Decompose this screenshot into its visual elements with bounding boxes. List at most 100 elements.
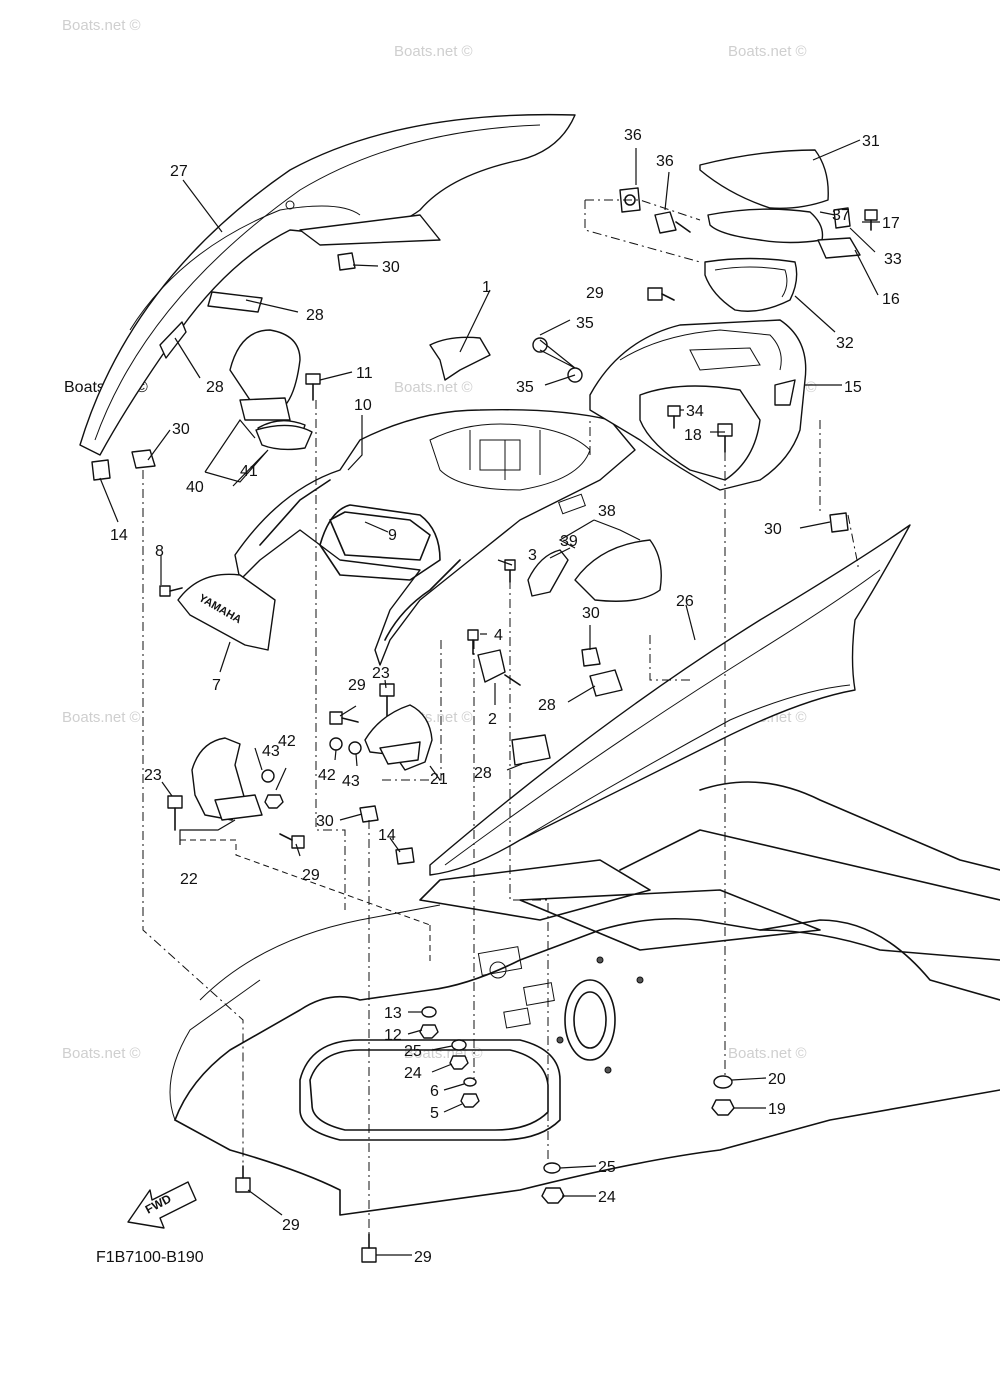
callout-2: 2 bbox=[488, 711, 497, 728]
callout-4: 4 bbox=[494, 627, 503, 644]
storage-lid-parts bbox=[699, 149, 861, 312]
side-panel-26 bbox=[429, 524, 911, 876]
callout-36: 36 bbox=[624, 127, 642, 144]
bolt-icon bbox=[361, 1233, 377, 1263]
callout-38: 38 bbox=[598, 503, 616, 520]
callout-28b: 28 bbox=[206, 379, 224, 396]
callout-29c: 29 bbox=[302, 867, 320, 884]
hull-deck bbox=[169, 781, 1000, 1216]
watermark: Boats.net © bbox=[62, 17, 141, 34]
forward-direction-arrow: FWD bbox=[127, 1181, 197, 1229]
callout-32: 32 bbox=[836, 335, 854, 352]
callout-30d: 30 bbox=[582, 605, 600, 622]
callout-30e: 30 bbox=[316, 813, 334, 830]
callout-28c: 28 bbox=[538, 697, 556, 714]
callout-25b: 25 bbox=[598, 1159, 616, 1176]
callout-28: 28 bbox=[306, 307, 324, 324]
callout-16: 16 bbox=[882, 291, 900, 308]
bolt-icon bbox=[467, 629, 479, 655]
callout-9: 9 bbox=[388, 527, 397, 544]
watermark: Boats.net © bbox=[728, 43, 807, 60]
watermark: Boats.net © bbox=[394, 379, 473, 396]
callout-labels: 1 2 3 4 5 6 7 8 9 10 11 12 13 14 14 15 1… bbox=[110, 127, 902, 1266]
callout-28d: 28 bbox=[474, 765, 492, 782]
callout-18: 18 bbox=[684, 427, 702, 444]
bolt-icon bbox=[159, 585, 183, 597]
bolt-icon bbox=[279, 833, 305, 849]
leader-lines bbox=[99, 139, 880, 1256]
callout-19: 19 bbox=[768, 1101, 786, 1118]
callout-29b: 29 bbox=[348, 677, 366, 694]
callout-43b: 43 bbox=[342, 773, 360, 790]
callout-15: 15 bbox=[844, 379, 862, 396]
callout-40: 40 bbox=[186, 479, 204, 496]
callout-22: 22 bbox=[180, 871, 198, 888]
callout-21: 21 bbox=[430, 771, 448, 788]
rear-deck-10 bbox=[234, 409, 636, 666]
callout-13: 13 bbox=[384, 1005, 402, 1022]
callout-29d: 29 bbox=[282, 1217, 300, 1234]
callout-42: 42 bbox=[318, 767, 336, 784]
callout-5: 5 bbox=[430, 1105, 439, 1122]
callout-25: 25 bbox=[404, 1043, 422, 1060]
bolt-icon bbox=[379, 683, 395, 717]
callout-27: 27 bbox=[170, 163, 188, 180]
callout-14b: 14 bbox=[378, 827, 396, 844]
bolt-icon bbox=[235, 1165, 251, 1193]
lid-31 bbox=[699, 149, 829, 210]
latch-33 bbox=[833, 207, 851, 229]
callout-29: 29 bbox=[586, 285, 604, 302]
latch-16 bbox=[817, 237, 861, 259]
callout-23b: 23 bbox=[372, 665, 390, 682]
callout-31: 31 bbox=[862, 133, 880, 150]
callout-30b: 30 bbox=[172, 421, 190, 438]
callout-37: 37 bbox=[832, 207, 850, 224]
bolt-icon bbox=[167, 795, 183, 831]
callout-30: 30 bbox=[382, 259, 400, 276]
callout-43: 43 bbox=[262, 743, 280, 760]
callout-30c: 30 bbox=[764, 521, 782, 538]
callout-10: 10 bbox=[354, 397, 372, 414]
callout-14: 14 bbox=[110, 527, 128, 544]
callout-20: 20 bbox=[768, 1071, 786, 1088]
watermark: Boats.net © bbox=[728, 1045, 807, 1062]
callout-29e: 29 bbox=[414, 1249, 432, 1266]
callout-39: 39 bbox=[560, 533, 578, 550]
callout-8: 8 bbox=[155, 543, 164, 560]
small-hardware: YAMAHA bbox=[91, 187, 878, 1263]
bolt-icon bbox=[717, 423, 733, 453]
callout-33: 33 bbox=[884, 251, 902, 268]
tray-32 bbox=[704, 257, 798, 312]
callout-24: 24 bbox=[404, 1065, 422, 1082]
watermark: Boats.net © bbox=[62, 709, 141, 726]
bolt-icon bbox=[667, 405, 681, 429]
callout-35: 35 bbox=[576, 315, 594, 332]
bolt-icon bbox=[864, 209, 878, 231]
callout-42b: 42 bbox=[278, 733, 296, 750]
bolt-icon bbox=[329, 711, 359, 725]
callout-1: 1 bbox=[482, 279, 491, 296]
callout-26: 26 bbox=[676, 593, 694, 610]
watermark: Boats.net © bbox=[394, 43, 473, 60]
callout-17: 17 bbox=[882, 215, 900, 232]
callout-3: 3 bbox=[528, 547, 537, 564]
gasket-37 bbox=[707, 208, 824, 244]
callout-36b: 36 bbox=[656, 153, 674, 170]
callout-34: 34 bbox=[686, 403, 704, 420]
watermark: Boats.net © bbox=[62, 1045, 141, 1062]
callout-11: 11 bbox=[356, 365, 373, 382]
diagram-code: F1B7100-B190 bbox=[96, 1249, 204, 1266]
bolt-icon bbox=[305, 373, 321, 401]
alignment-lines bbox=[142, 199, 859, 1234]
callout-24b: 24 bbox=[598, 1189, 616, 1206]
callout-12: 12 bbox=[384, 1027, 402, 1044]
side-panel-27 bbox=[79, 113, 576, 456]
bolt-icon bbox=[647, 287, 675, 301]
callout-23: 23 bbox=[144, 767, 162, 784]
callout-41: 41 bbox=[240, 463, 258, 480]
callout-35b: 35 bbox=[516, 379, 534, 396]
callout-7: 7 bbox=[212, 677, 221, 694]
callout-6: 6 bbox=[430, 1083, 439, 1100]
